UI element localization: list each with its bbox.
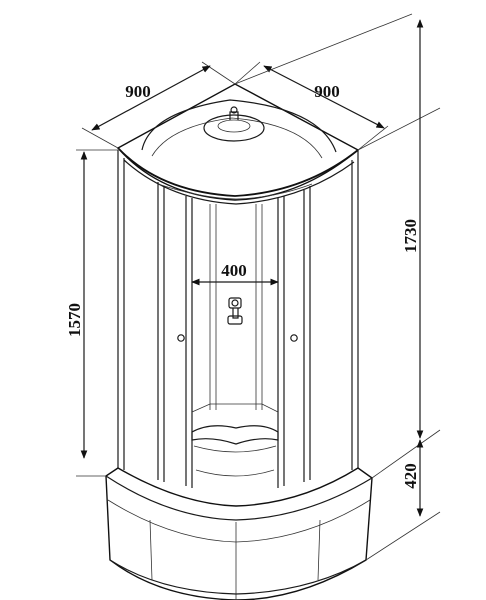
tray-seat bbox=[191, 425, 279, 445]
shower-cabin bbox=[105, 83, 373, 600]
left-door-handle[interactable] bbox=[177, 334, 185, 342]
right-door bbox=[277, 196, 285, 488]
dimension-door-opening: 400 bbox=[191, 261, 279, 286]
dimension-tray-height: 420 bbox=[365, 429, 441, 561]
width-right-label: 900 bbox=[314, 82, 340, 101]
dimension-width-right: 900 bbox=[234, 61, 389, 151]
door-height-label: 1570 bbox=[65, 303, 84, 337]
back-wall bbox=[209, 204, 263, 410]
right-door-handle[interactable] bbox=[290, 334, 298, 342]
dimension-total-height: 1730 bbox=[234, 13, 441, 439]
shower-tray bbox=[105, 467, 373, 600]
dimension-door-height: 1570 bbox=[65, 149, 118, 477]
total-height-label: 1730 bbox=[401, 219, 420, 253]
left-door bbox=[185, 196, 193, 488]
mixer-faucet[interactable] bbox=[227, 297, 243, 325]
right-panel bbox=[303, 150, 359, 482]
tray-height-label: 420 bbox=[401, 463, 420, 489]
dimension-width-left: 900 bbox=[81, 61, 236, 149]
width-left-label: 900 bbox=[125, 82, 151, 101]
left-panel bbox=[117, 150, 165, 482]
door-opening-label: 400 bbox=[221, 261, 247, 280]
